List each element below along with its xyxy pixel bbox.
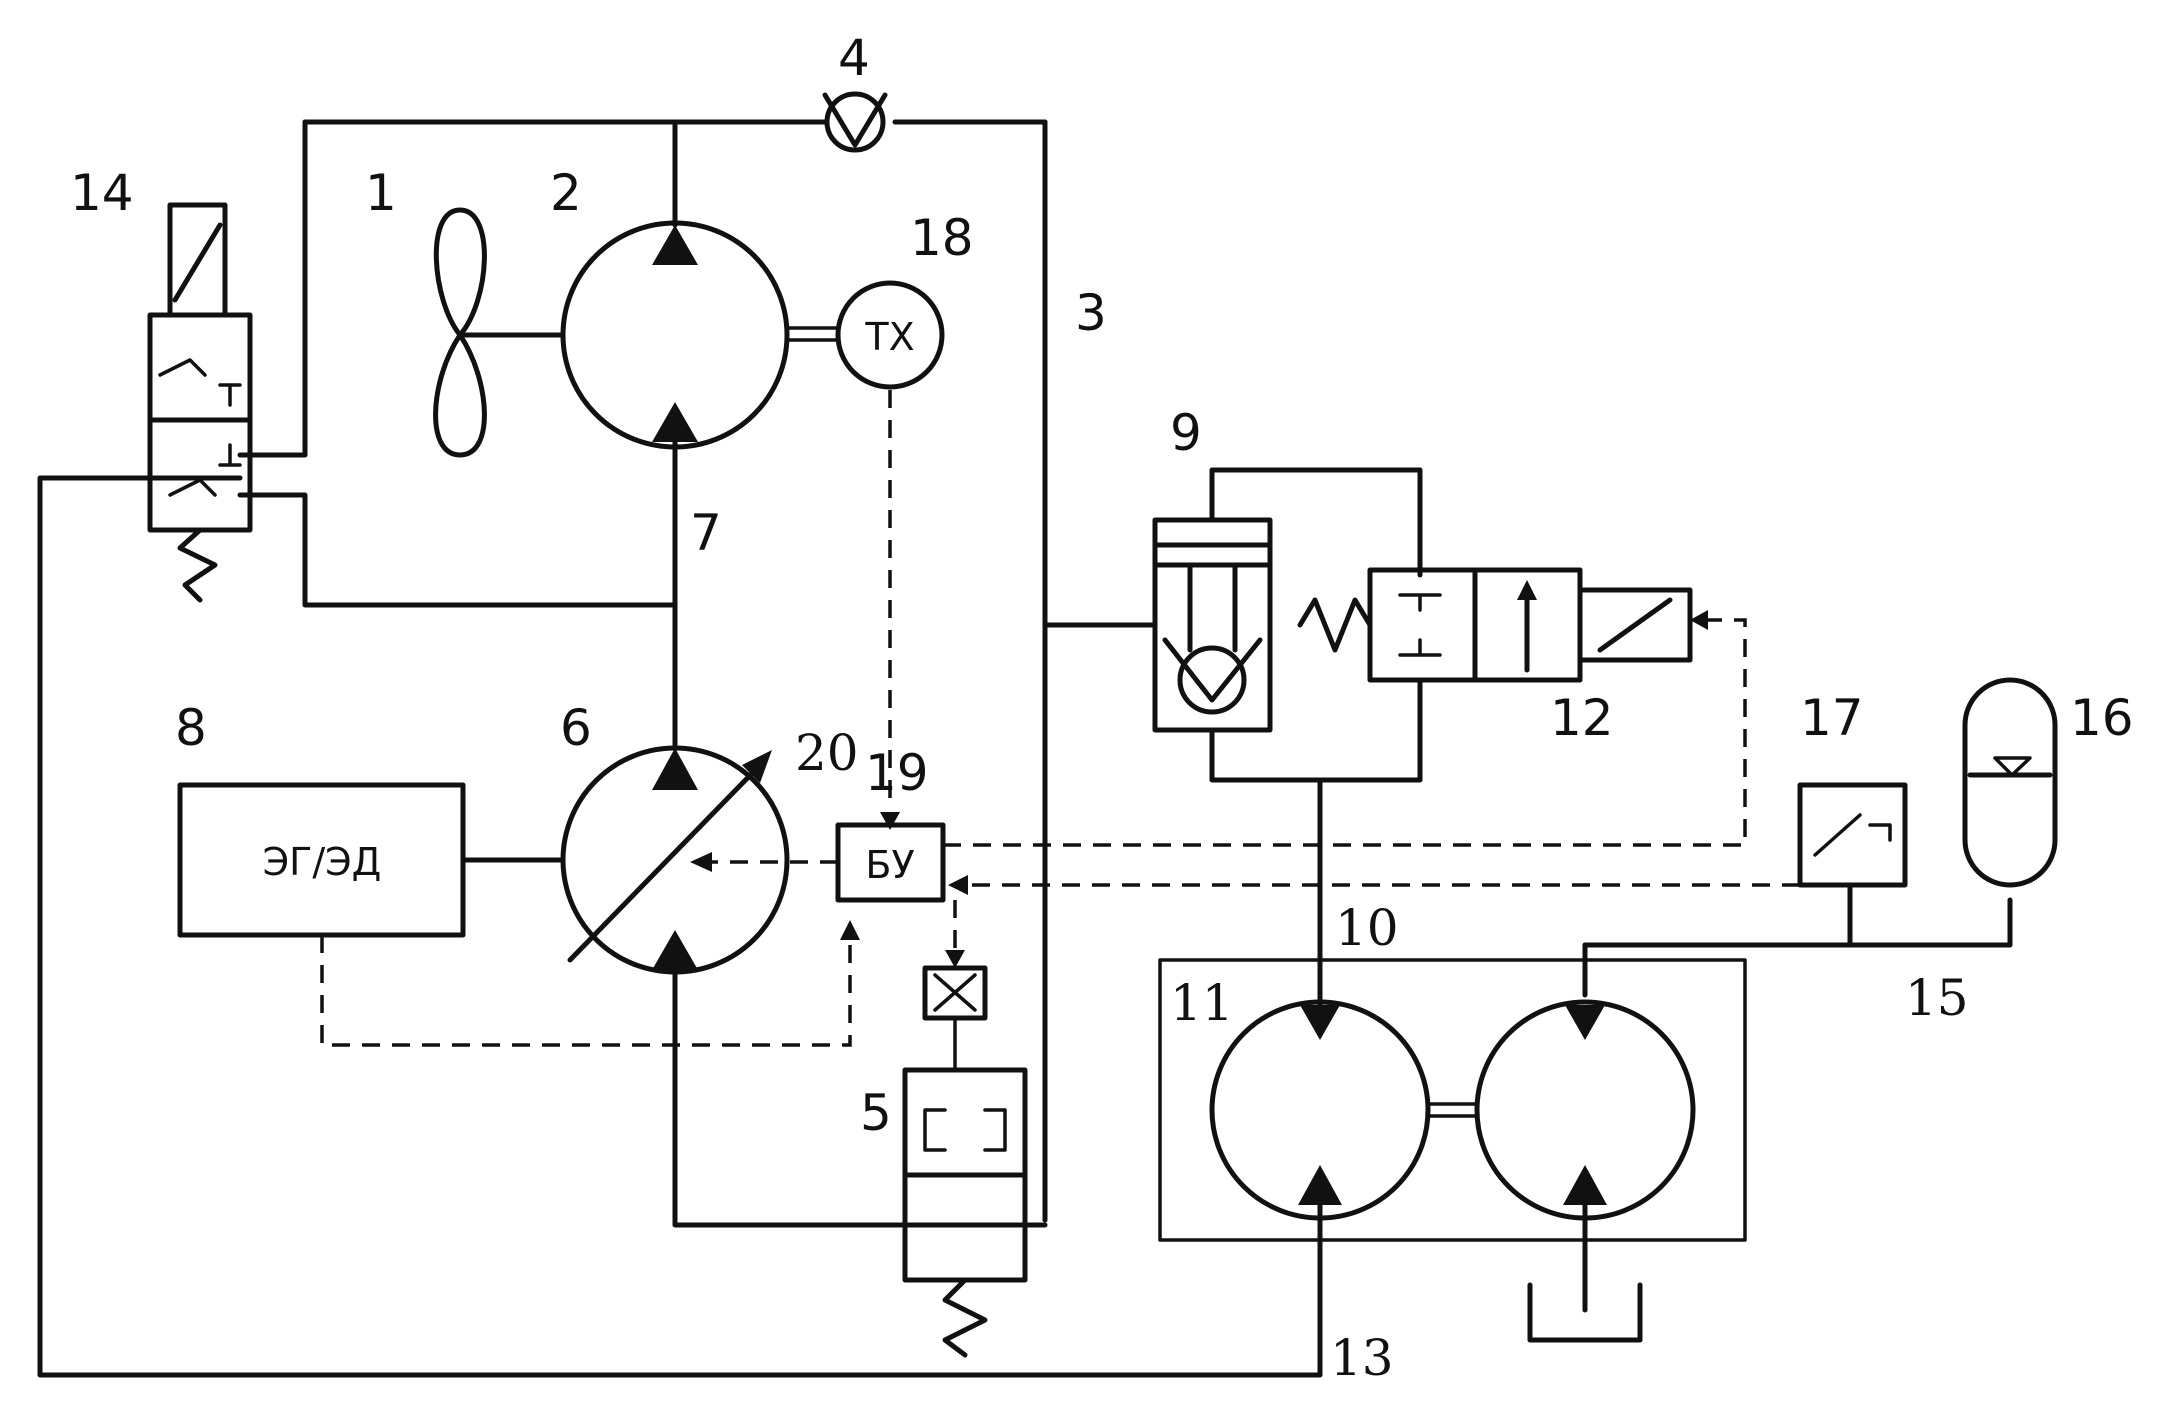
label-14: 14 <box>70 164 134 222</box>
drive-box-8: ЭГ/ЭД <box>180 785 463 935</box>
variable-pump-6 <box>463 748 787 972</box>
label-8: 8 <box>175 699 207 757</box>
drive-signal-arrow <box>840 920 860 940</box>
accumulator-16 <box>1965 680 2055 885</box>
solenoid-valve-14 <box>150 205 250 600</box>
motor-unit-11 <box>1160 960 1745 1240</box>
label-18: 18 <box>910 209 974 267</box>
label-4: 4 <box>838 29 870 87</box>
label-20: 20 <box>795 724 859 782</box>
control-unit-19: БУ <box>838 825 943 900</box>
label-3: 3 <box>1075 284 1107 342</box>
control-to-pump-arrow <box>690 852 712 872</box>
number-labels: 1 2 3 4 5 6 7 8 9 10 11 12 13 14 15 16 1… <box>70 29 2134 1387</box>
switch-to-control-arrow <box>948 875 968 895</box>
control-to-valve12-line <box>943 620 1745 845</box>
control-to-valve12-arrow <box>1690 610 1708 630</box>
label-11: 11 <box>1170 974 1234 1032</box>
control-unit-label: БУ <box>865 843 914 887</box>
label-16: 16 <box>2070 689 2134 747</box>
label-10: 10 <box>1335 899 1399 957</box>
label-6: 6 <box>560 699 592 757</box>
check-valve-4 <box>825 94 885 150</box>
label-1: 1 <box>365 164 397 222</box>
relief-valve-5 <box>905 968 1025 1355</box>
label-2: 2 <box>550 164 582 222</box>
label-15: 15 <box>1905 969 1969 1027</box>
valve-9 <box>1155 470 1420 780</box>
control-to-valve5-arrow <box>945 950 965 968</box>
label-19: 19 <box>865 744 929 802</box>
label-17: 17 <box>1800 689 1864 747</box>
drive-box-label: ЭГ/ЭД <box>263 840 382 884</box>
pressure-switch-17 <box>1800 785 1905 885</box>
solenoid-valve-12 <box>1300 570 1690 680</box>
tacho-generator-18: ТХ <box>838 283 942 387</box>
label-9: 9 <box>1170 404 1202 462</box>
label-7: 7 <box>690 504 722 562</box>
label-5: 5 <box>860 1084 892 1142</box>
label-12: 12 <box>1550 689 1614 747</box>
drive-signal-line <box>322 935 850 1045</box>
tacho-label: ТХ <box>864 315 914 359</box>
label-13: 13 <box>1330 1329 1394 1387</box>
pump-2 <box>460 223 838 447</box>
